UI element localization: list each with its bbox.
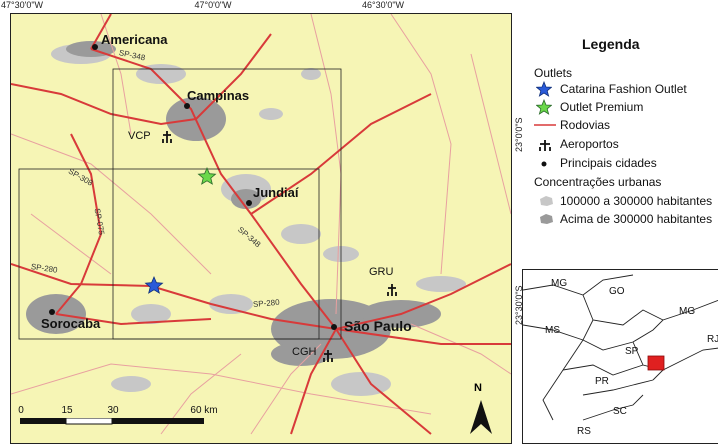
inset-state-mg: MG [679,306,696,317]
legend-catarina-star-icon [536,81,552,97]
map-canvas [11,14,511,435]
airport-label-gru: GRU [369,266,394,278]
inset-state-mg-north: MG [551,278,568,289]
catarina-outlet-star [144,275,164,294]
legend-urban-large-label: Acima de 300000 habitantes [560,212,713,226]
inset-state-ms: MS [545,325,560,336]
scale-label-0: 0 [18,405,24,416]
study-area-marker [647,355,665,371]
city-label-campinas: Campinas [187,88,250,103]
legend-premium-star-icon [536,99,552,115]
inset-map-canvas [523,274,718,421]
airport-symbols [162,131,397,362]
inset-locator-map: MG GO MS MG SP PR SC RS RJ [522,269,718,444]
longitude-label-47-00: 47°0'0"W [194,0,232,10]
inset-state-sp: SP [625,346,639,357]
inset-state-sc: SC [613,406,627,417]
legend-urban-small-label: 100000 a 300000 habitantes [560,194,713,208]
legend-urban-large-swatch [540,214,553,224]
airport-label-vcp: VCP [128,130,151,142]
north-label: N [474,382,482,394]
city-label-sorocaba: Sorocaba [41,316,101,331]
legend-airport-icon [539,140,551,151]
legend-premium-label: Outlet Premium [560,100,644,114]
legend-urban-small-swatch [540,196,553,206]
minor-roads [11,14,511,435]
legend-outlets-heading: Outlets [534,66,573,80]
longitude-label-47-30: 47°30'0"W [0,0,44,10]
city-dots [49,44,337,330]
city-label-jundiai: Jundiaí [253,185,299,200]
main-highways [11,14,511,435]
inset-state-rs: RS [577,426,591,437]
scale-label-30: 30 [107,405,119,416]
legend-city-dot-icon [541,161,547,167]
legend-cidades-label: Principais cidades [560,156,657,170]
legend-aeroportos-label: Aeroportos [560,137,619,151]
city-label-sao-paulo: São Paulo [344,318,412,334]
north-arrow-icon [470,400,492,434]
longitude-label-46-30: 46°30'0"W [361,0,405,10]
study-area-frame-south [18,168,320,340]
scale-label-15: 15 [61,405,73,416]
legend-title: Legenda [582,36,640,52]
premium-outlet-star [197,166,217,185]
legend-concentracoes-heading: Concentrações urbanas [534,175,662,189]
scale-label-60: 60 km [190,405,218,416]
legend-highway-line [534,124,556,126]
inset-state-go: GO [609,286,625,297]
main-map[interactable]: Americana Campinas Jundiaí São Paulo Sor… [10,13,512,444]
city-label-americana: Americana [101,32,168,47]
legend-catarina-label: Catarina Fashion Outlet [560,82,687,96]
inset-state-rj: RJ [707,334,718,345]
inset-state-pr: PR [595,376,609,387]
legend-panel: Legenda Outlets Catarina Fashion Outlet … [522,30,718,260]
legend-rodovias-label: Rodovias [560,118,611,132]
airport-label-cgh: CGH [292,346,317,358]
scale-bar [20,418,204,425]
